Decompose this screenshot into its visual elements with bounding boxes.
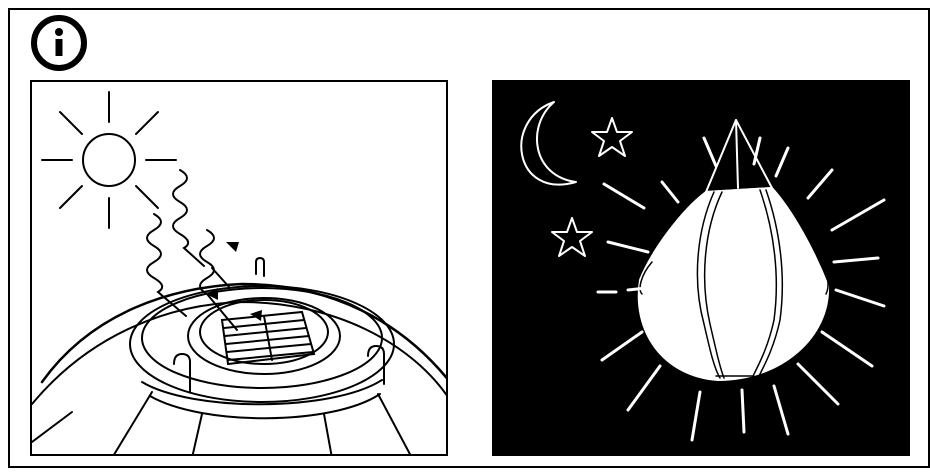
crescent-moon-icon [521,102,576,185]
star-icon [592,118,632,156]
lantern-illustration [492,80,910,456]
daytime-charging-illustration [30,80,448,456]
star-icon [552,218,592,256]
nighttime-glow-illustration [492,80,910,456]
sun-icon [42,92,176,228]
solar-cell-icon [222,312,314,364]
solar-panel-illustration [32,82,448,456]
info-circle-icon [28,12,90,74]
